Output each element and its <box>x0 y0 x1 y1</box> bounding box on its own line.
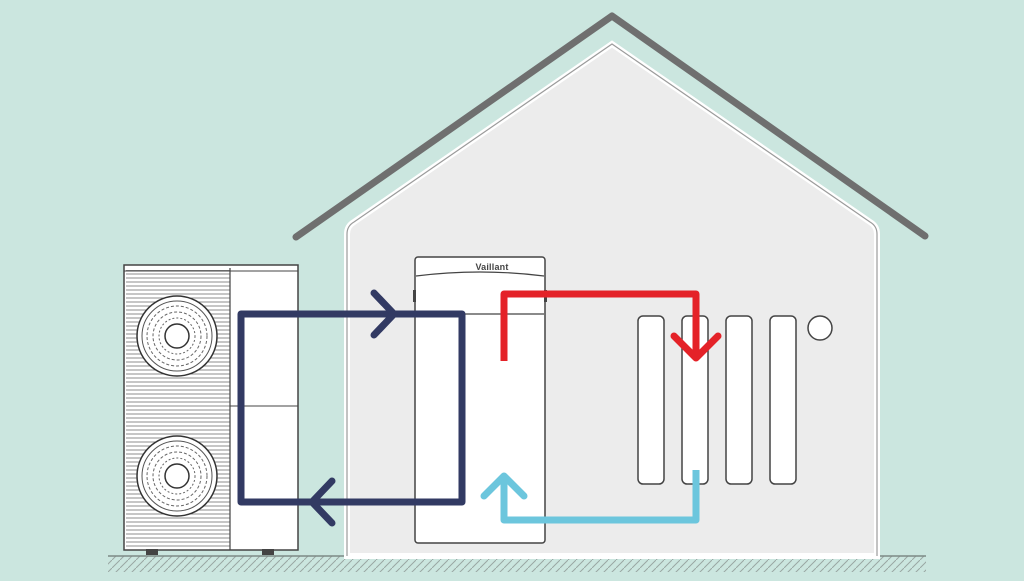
arrow-left-icon <box>308 477 336 527</box>
arrow-up-icon <box>480 472 528 500</box>
brand-logo-text: Vaillant <box>475 262 509 272</box>
radiator-valve-icon <box>807 315 833 341</box>
cold-return-pipe <box>480 470 700 524</box>
hot-flow-pipe <box>500 290 722 362</box>
radiator <box>637 315 833 485</box>
arrow-right-icon <box>370 289 398 339</box>
outdoor-heat-pump-unit <box>123 264 299 555</box>
arrow-down-icon <box>670 332 722 362</box>
indoor-unit <box>413 256 547 544</box>
fan-icon <box>136 435 218 517</box>
fan-icon <box>136 295 218 377</box>
primary-loop <box>237 289 466 527</box>
roof-line <box>292 12 929 241</box>
